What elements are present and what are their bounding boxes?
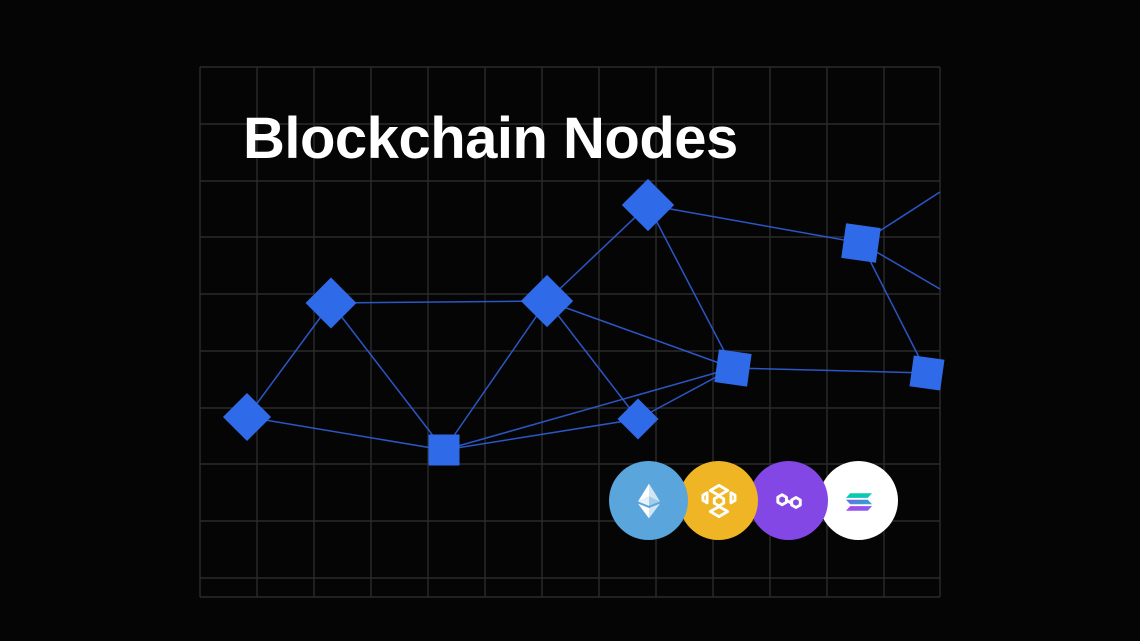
network-edge	[330, 300, 548, 304]
network-node	[222, 392, 272, 442]
network-edge	[443, 367, 734, 451]
network-edge	[732, 367, 928, 374]
network-edge	[546, 300, 639, 420]
network-edge	[546, 204, 649, 302]
ethereum-icon	[627, 479, 671, 523]
network-edge	[546, 300, 734, 369]
polygon-icon	[767, 479, 811, 523]
network-node	[520, 274, 574, 328]
bnb-logo-badge[interactable]	[679, 461, 758, 540]
network-node	[714, 349, 752, 387]
solana-icon	[837, 479, 881, 523]
network-edge	[246, 302, 332, 418]
ethereum-logo-badge[interactable]	[609, 461, 688, 540]
network-node	[841, 223, 881, 263]
node-layer	[222, 178, 945, 466]
network-node	[305, 277, 357, 329]
network-node	[617, 398, 659, 440]
edge-layer	[246, 191, 941, 451]
page-title: Blockchain Nodes	[243, 106, 738, 171]
network-node	[909, 355, 945, 391]
solana-logo-badge[interactable]	[819, 461, 898, 540]
network-edge	[443, 418, 639, 451]
network-edge	[860, 242, 928, 374]
network-edge	[330, 302, 445, 451]
network-edge	[647, 204, 734, 369]
network-node	[428, 434, 460, 466]
network-edge	[443, 300, 548, 451]
bnb-icon	[697, 479, 741, 523]
polygon-logo-badge[interactable]	[749, 461, 828, 540]
network-edge	[647, 204, 862, 244]
blockchain-logo-row	[609, 461, 898, 540]
network-edge	[246, 416, 445, 451]
